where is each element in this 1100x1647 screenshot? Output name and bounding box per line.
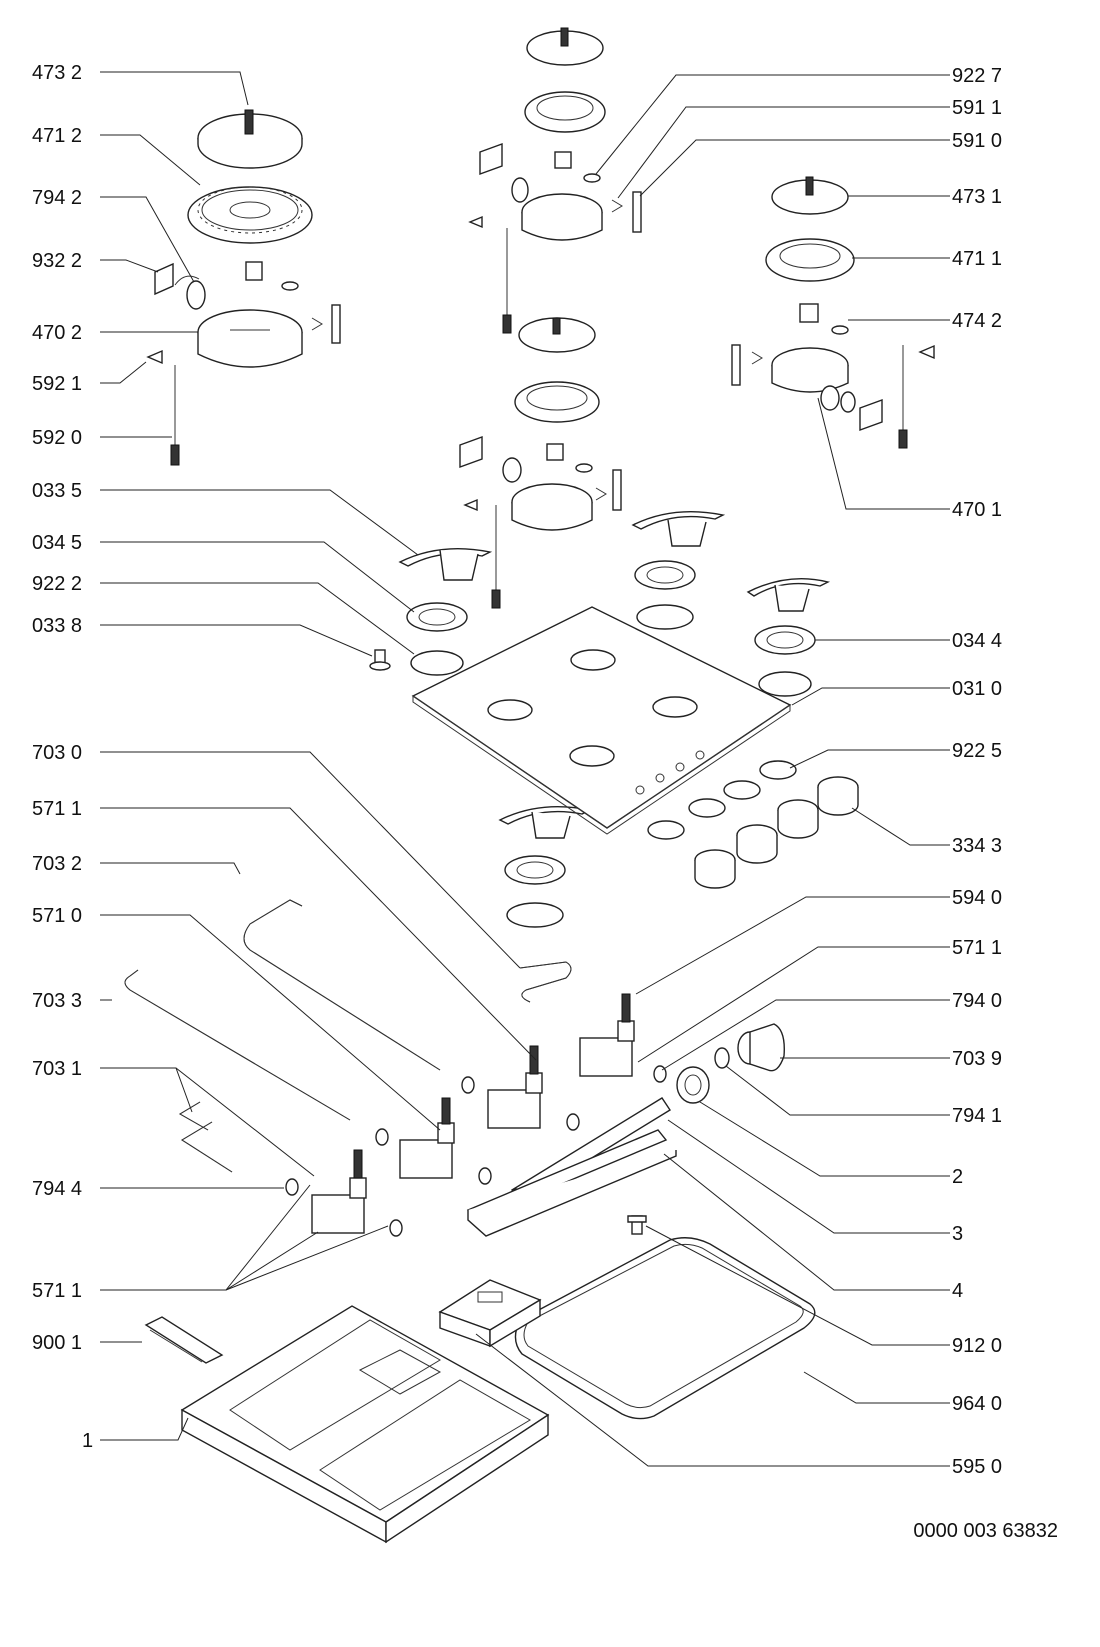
flame-ring-034-5 bbox=[406, 602, 468, 632]
label-964-0: 964 0 bbox=[952, 1393, 1002, 1415]
label-033-8: 033 8 bbox=[32, 615, 82, 637]
injector-474-2 bbox=[799, 303, 849, 335]
label-571-1-right: 571 1 bbox=[952, 937, 1002, 959]
seal-922-2 bbox=[410, 650, 464, 676]
pan-support-right-upper bbox=[631, 511, 726, 547]
burner-base-470-1 bbox=[731, 344, 935, 449]
label-571-0: 571 0 bbox=[32, 905, 82, 927]
burner-cap-473-2 bbox=[197, 109, 303, 169]
burner-cap-middle-center bbox=[518, 317, 596, 353]
label-794-0: 794 0 bbox=[952, 990, 1002, 1012]
bolt-912-0 bbox=[627, 1215, 647, 1235]
label-470-2: 470 2 bbox=[32, 322, 82, 344]
label-922-7: 922 7 bbox=[952, 65, 1002, 87]
seal-964-0 bbox=[514, 1237, 816, 1420]
label-912-0: 912 0 bbox=[952, 1335, 1002, 1357]
label-4: 4 bbox=[952, 1280, 963, 1302]
knob-bezels-922-5 bbox=[647, 760, 797, 840]
label-571-1-upper: 571 1 bbox=[32, 798, 82, 820]
support-rail-4 bbox=[466, 1129, 677, 1237]
burner-crown-471-2 bbox=[187, 186, 313, 244]
flame-ring-front bbox=[504, 855, 566, 928]
burner-crown-middle-center bbox=[514, 381, 600, 423]
burner-base-middle-center bbox=[459, 436, 622, 609]
label-033-5: 033 5 bbox=[32, 480, 82, 502]
right-labels: 922 7 591 1 591 0 473 1 471 1 474 2 470 … bbox=[952, 65, 1002, 1478]
thermocouple-592 bbox=[146, 349, 180, 466]
label-034-4: 034 4 bbox=[952, 630, 1002, 652]
seal-washers-794 bbox=[285, 1065, 667, 1237]
label-703-1: 703 1 bbox=[32, 1058, 82, 1080]
label-591-1: 591 1 bbox=[952, 97, 1002, 119]
label-595-0: 595 0 bbox=[952, 1456, 1002, 1478]
label-3: 3 bbox=[952, 1223, 963, 1245]
burner-cap-473-1 bbox=[771, 176, 849, 215]
nut-2 bbox=[676, 1066, 710, 1104]
seal-right bbox=[758, 671, 812, 697]
label-471-2: 471 2 bbox=[32, 125, 82, 147]
label-592-1: 592 1 bbox=[32, 373, 82, 395]
label-703-9: 703 9 bbox=[952, 1048, 1002, 1070]
seal-794-1 bbox=[714, 1047, 730, 1069]
label-1: 1 bbox=[82, 1430, 93, 1452]
ignition-box-595-0 bbox=[438, 1279, 542, 1348]
label-592-0: 592 0 bbox=[32, 427, 82, 449]
gas-valve-3 bbox=[487, 1045, 543, 1129]
gas-valve-1 bbox=[311, 1149, 367, 1234]
gas-valve-2 bbox=[399, 1097, 455, 1179]
burner-crown-471-1 bbox=[765, 238, 855, 282]
hob-top-031-0 bbox=[411, 606, 792, 835]
flame-ring-034-4 bbox=[754, 625, 816, 655]
label-900-1: 900 1 bbox=[32, 1332, 82, 1354]
label-031-0: 031 0 bbox=[952, 678, 1002, 700]
pan-support-033-5 bbox=[398, 548, 493, 581]
control-knobs-334-3 bbox=[694, 776, 859, 889]
label-794-1: 794 1 bbox=[952, 1105, 1002, 1127]
label-594-0: 594 0 bbox=[952, 887, 1002, 909]
gas-valve-4 bbox=[579, 993, 635, 1077]
label-794-4: 794 4 bbox=[32, 1178, 82, 1200]
screw-033-8 bbox=[369, 649, 391, 671]
clip-900-1 bbox=[144, 1316, 224, 1364]
burner-cap-top-center bbox=[526, 27, 604, 66]
label-334-3: 334 3 bbox=[952, 835, 1002, 857]
thermo-bracket-932-2 bbox=[154, 262, 200, 296]
label-474-2: 474 2 bbox=[952, 310, 1002, 332]
left-labels: 473 2 471 2 794 2 932 2 470 2 592 1 592 … bbox=[32, 62, 93, 1452]
burner-crown-top-center bbox=[524, 91, 606, 133]
elbow-703-9 bbox=[737, 1023, 785, 1072]
label-034-5: 034 5 bbox=[32, 532, 82, 554]
label-471-1: 471 1 bbox=[952, 248, 1002, 270]
housing-1 bbox=[180, 1305, 550, 1544]
label-794-2: 794 2 bbox=[32, 187, 82, 209]
label-473-1: 473 1 bbox=[952, 186, 1002, 208]
label-703-0: 703 0 bbox=[32, 742, 82, 764]
leader-lines bbox=[100, 71, 950, 1467]
label-473-2: 473 2 bbox=[32, 62, 82, 84]
gas-pipes-703 bbox=[124, 899, 572, 1173]
burner-base-470-2 bbox=[197, 261, 303, 368]
label-922-5: 922 5 bbox=[952, 740, 1002, 762]
label-470-1: 470 1 bbox=[952, 499, 1002, 521]
label-571-1-lower: 571 1 bbox=[32, 1280, 82, 1302]
label-2: 2 bbox=[952, 1166, 963, 1188]
flame-ring-right-upper bbox=[634, 560, 696, 630]
label-591-0: 591 0 bbox=[952, 130, 1002, 152]
burner-base-top-center bbox=[468, 143, 642, 334]
label-932-2: 932 2 bbox=[32, 250, 82, 272]
label-703-2: 703 2 bbox=[32, 853, 82, 875]
pan-support-right bbox=[746, 578, 831, 612]
ignition-electrode-left bbox=[311, 304, 341, 344]
label-703-3: 703 3 bbox=[32, 990, 82, 1012]
document-number: 0000 003 63832 bbox=[913, 1520, 1058, 1542]
label-922-2: 922 2 bbox=[32, 573, 82, 595]
seal-ring-794-2 bbox=[186, 280, 206, 310]
pan-support-front bbox=[498, 806, 593, 839]
